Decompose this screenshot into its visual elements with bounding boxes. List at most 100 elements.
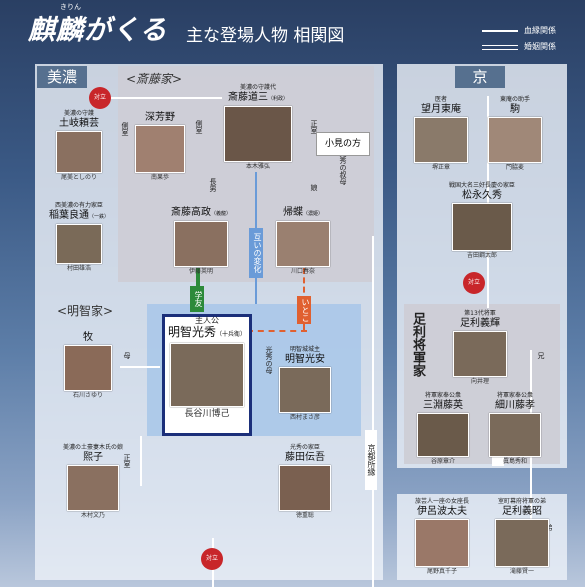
portrait-photo	[56, 131, 102, 173]
card-actor: 谷原章介	[430, 458, 455, 465]
rel-shokai: 京都所縁	[365, 430, 377, 490]
card-koma: 東庵の助手 駒 門脇麦	[480, 96, 550, 172]
card-yoshiaki: 室町幕府将軍の弟 足利義昭 滝藤賢一	[484, 498, 560, 576]
card-koyami: 小見の方	[316, 132, 370, 156]
portrait-photo	[488, 117, 542, 163]
conflict-badge-kyo: 対立	[463, 272, 485, 294]
line-toki-dosan	[92, 97, 222, 99]
card-actor: 徳重聡	[295, 512, 314, 519]
conflict-badge-toki: 対立	[89, 87, 111, 109]
card-actor: 本木雅弘	[245, 163, 270, 170]
line-kyo-center	[487, 96, 489, 308]
card-name: 土岐頼芸	[59, 118, 99, 129]
portrait-photo	[170, 343, 244, 407]
rel-mitsuhide-oba: 光秀の叔母	[339, 150, 347, 185]
card-role: 医者	[434, 96, 447, 103]
card-role: 室町幕府将軍の弟	[497, 498, 546, 505]
portrait-photo	[174, 221, 228, 267]
name-text: 帰蝶	[282, 207, 303, 218]
card-role: 戦国大名三好長慶の家臣	[448, 182, 515, 189]
portrait-photo	[276, 221, 330, 267]
rel-otouto: 弟	[545, 524, 553, 531]
card-dosan: 美濃の守護代 斎藤道三（利政） 本木雅弘	[218, 84, 298, 171]
card-name: 稲葉良通（一鉄）	[44, 210, 114, 223]
card-actor: 長谷川博己	[184, 409, 230, 419]
legend-marriage-label: 婚姻関係	[524, 42, 556, 51]
card-mitsuyasu: 明智城城主 明智光安 西村まさ彦	[272, 346, 338, 422]
card-name: 深芳野	[145, 112, 175, 123]
name-text: 明智光秀	[167, 325, 216, 339]
name-sub: （濃姫）	[302, 211, 323, 217]
line-itoko	[247, 330, 307, 332]
akechi-group-label: <明智家>	[57, 304, 114, 318]
card-actor: 尾野真千子	[426, 568, 457, 575]
card-actor: 向井理	[470, 378, 489, 385]
rel-henka: 互いの変化	[249, 228, 263, 278]
name-text: 斎藤高政	[170, 207, 211, 218]
card-iga: 旅芸人一座の女座長 伊呂波太夫 尾野真千子	[404, 498, 480, 576]
rel-choshi: 長男	[209, 178, 217, 192]
card-actor: 南果歩	[150, 174, 169, 181]
region-tag-mino: 美濃	[37, 66, 87, 88]
rel-gakuyu: 学友	[190, 286, 204, 312]
card-actor: 伊藤英明	[188, 268, 213, 275]
card-actor: 西村まさ彦	[289, 414, 320, 421]
conflict-badge-bottom: 対立	[201, 548, 223, 570]
line-kyo-link	[372, 236, 374, 587]
portrait-photo	[415, 519, 469, 567]
name-sub: （義龍）	[210, 211, 231, 217]
card-actor: 眞島秀和	[502, 458, 527, 465]
portrait-photo	[452, 203, 512, 251]
saito-family-box	[118, 66, 374, 282]
card-name: 明智光秀（十兵衛）	[165, 325, 249, 342]
card-fujitaka: 将軍家奉公衆 細川藤孝 眞島秀和	[480, 392, 550, 466]
card-kicho: 帰蝶（濃姫） 川口春奈	[270, 207, 336, 276]
card-name: 明智光安	[285, 354, 325, 365]
saito-group-label: <斎藤家>	[126, 72, 183, 86]
rel-musume: 娘	[310, 184, 318, 191]
card-actor: 尾美としのり	[60, 174, 97, 181]
region-tag-kyo: 京	[455, 66, 505, 88]
card-actor: 川口春奈	[290, 268, 315, 275]
card-name: 細川藤孝	[495, 400, 535, 411]
legend-blood-label: 血縁関係	[524, 26, 556, 35]
portrait-photo	[414, 117, 468, 163]
title-ruby: きりん	[60, 3, 81, 11]
card-mitsuhide: 主人公 明智光秀（十兵衛） 長谷川博己	[162, 314, 252, 436]
line-hiroko	[140, 436, 142, 486]
page-title: 主な登場人物 相関図	[186, 26, 345, 46]
rel-seishitsu: 正室	[123, 454, 131, 468]
card-yoshiteru: 第13代将軍 足利義輝 向井理	[440, 310, 520, 386]
card-actor: 堺正章	[431, 164, 450, 171]
card-actor: 石川さゆり	[72, 392, 103, 399]
card-role: 将軍家奉公衆	[424, 392, 461, 399]
portrait-photo	[279, 367, 331, 413]
card-hiroko: 美濃の土豪妻木氏の娘 煕子 木村文乃	[58, 444, 128, 520]
card-name: 伊呂波太夫	[417, 506, 467, 517]
portrait-photo	[224, 106, 292, 162]
card-dengo: 光秀の家臣 藤田伝吾 徳重聡	[272, 444, 338, 520]
portrait-photo	[64, 345, 112, 391]
card-name: 斎藤道三（利政）	[218, 92, 298, 105]
card-role: 美濃の守護代	[239, 84, 276, 91]
card-actor: 吉田鋼太郎	[466, 252, 497, 259]
card-role: 明智城城主	[289, 346, 320, 353]
card-name: 帰蝶（濃姫）	[270, 207, 336, 220]
card-role: 美濃の土豪妻木氏の娘	[62, 444, 123, 451]
portrait-photo	[279, 465, 331, 511]
title-logo: 麒麟がくる	[28, 15, 168, 46]
card-name: 三淵藤英	[423, 400, 463, 411]
card-actor: 滝藤賢一	[509, 568, 534, 575]
card-name: 藤田伝吾	[285, 452, 325, 463]
rel-ryosai: 正室	[310, 120, 318, 134]
card-name: 斎藤高政（義龍）	[168, 207, 234, 220]
rel-ani: 兄	[537, 352, 545, 359]
name-sub: （利政）	[267, 96, 288, 102]
card-role: 将軍家奉公衆	[496, 392, 533, 399]
card-toan: 医者 望月東庵 堺正章	[406, 96, 476, 172]
name-text: 稲葉良通	[48, 210, 89, 221]
card-role: 光秀の家臣	[289, 444, 320, 451]
card-toki: 美濃の守護 土岐頼芸 尾美としのり	[44, 110, 114, 182]
portrait-photo	[417, 413, 469, 457]
name-sub: （十兵衛）	[216, 331, 247, 338]
